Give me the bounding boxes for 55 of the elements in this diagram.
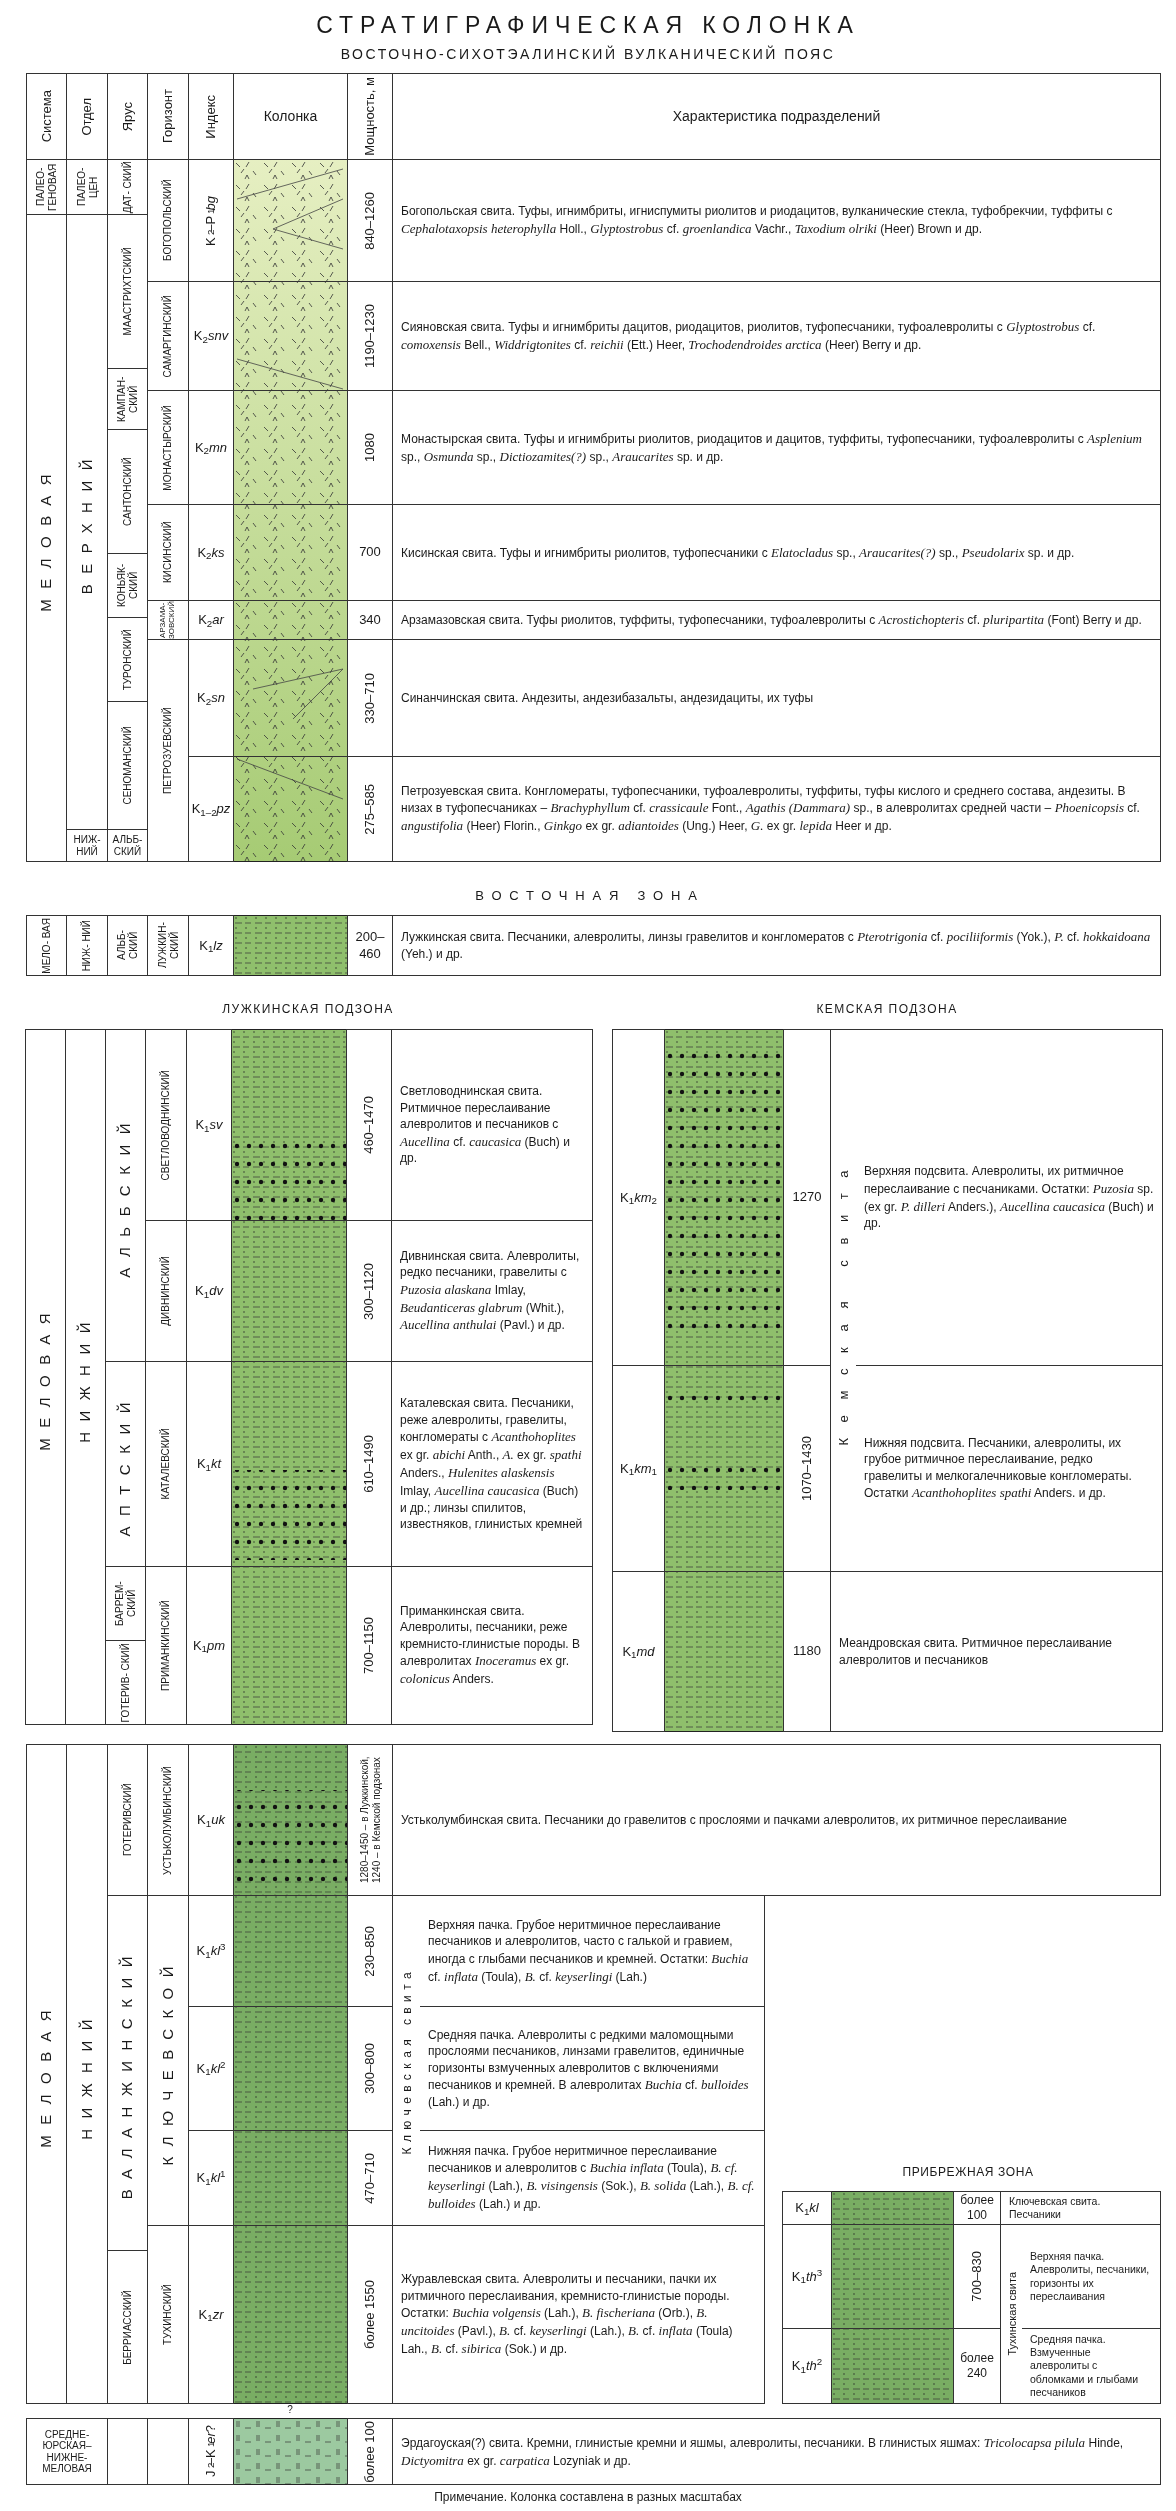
thickness-cell: 1280–1450 – в Лужкинской, 1240 – в Кемской подзонах: [347, 1744, 393, 1896]
index-cell: K$_{1}$sv: [186, 1029, 232, 1221]
unit-cell: СРЕДНЕ- ЮРСКАЯ– НИЖНЕ- МЕЛОВАЯ: [26, 2418, 108, 2485]
description-cell: Устьколумбинская свита. Песчаники до гравелитов с прослоями и пачками алевролитов, их ритмичное переслаивание: [392, 1744, 1161, 1896]
index-cell: K$_{1}$kl: [782, 2191, 832, 2225]
index-cell: K$_{1}$km$_{2}$: [612, 1029, 665, 1366]
index-cell: K$_{1}$th$^{3}$: [782, 2224, 832, 2329]
unit-cell: МЕЛОВАЯ: [26, 214, 67, 862]
index-cell: K$_{1–2}$pz: [188, 756, 234, 862]
thickness-cell: более 100: [953, 2191, 1001, 2225]
index-cell: K$_{1}$lz: [188, 915, 234, 976]
description-cell: Приманкинская свита. Алевролиты, песчаники, реже кремнисто-глинистые породы. В алевролитах Inoceramus ex gr. colonicus Anders.: [391, 1566, 593, 1725]
thickness-cell: 460–1470: [346, 1029, 392, 1221]
header-cell: Характеристика подразделений: [392, 73, 1161, 160]
description-cell: Эрдагоуская(?) свита. Кремни, глинистые кремни и яшмы, алевролиты, песчаники. В глинистых яшмах: Tricolocapsa pilula Hinde, Dictyomitra ex gr. carpatica Lozyniak и др.: [392, 2418, 1161, 2485]
unit-cell: МЕЛО- ВАЯ: [26, 915, 67, 976]
unit-cell: МЕЛОВАЯ: [25, 1029, 66, 1725]
description-cell: Светловоднинская свита. Ритмичное переслаивание алевролитов и песчаников с Aucellina cf. caucasica (Buch) и др.: [391, 1029, 593, 1221]
thickness-cell: более 100: [347, 2418, 393, 2485]
thickness-cell: 200– 460: [347, 915, 393, 976]
index-cell: K$_{1}$th$^{2}$: [782, 2328, 832, 2404]
unit-cell: НИЖНИЙ: [66, 1744, 108, 2404]
zone-heading: КЕМСКАЯ ПОДЗОНА: [816, 1001, 958, 1018]
index-cell: K$_{1}$pm: [186, 1566, 232, 1725]
description-cell: Меандровская свита. Ритмичное переслаивание алевролитов и песчаников: [830, 1571, 1163, 1732]
unit-cell: НИЖ- НИЙ: [66, 915, 108, 976]
title: СТРАТИГРАФИЧЕСКАЯ КОЛОНКА: [316, 11, 860, 40]
description-cell: Петрозуевская свита. Конгломераты, туфопесчаники, туфоалевролиты, туффиты, туфы кислого и среднего состава, андезиты. В низах в туфопесчаниках – Brachyphyllum cf. crassicaule Font., Agathis (Dammara) sp., в алевролитах средней части – Phoenicopsis cf. angustifolia (Heer) Florin., Ginkgo ex gr. adiantoides (Ung.) Heer, G. ex gr. lepida Heer и др.: [392, 756, 1161, 862]
subtitle: ВОСТОЧНО-СИХОТЭАЛИНСКИЙ ВУЛКАНИЧЕСКИЙ ПОЯС: [340, 44, 836, 64]
description-cell: Ключевская свита. Песчаники: [1000, 2191, 1161, 2225]
header-cell: Колонка: [233, 73, 348, 160]
index-cell: K$_{1}$zr: [188, 2225, 234, 2404]
header-cell: Система: [26, 73, 67, 160]
thickness-cell: 1270: [783, 1029, 831, 1366]
thickness-cell: 1180: [783, 1571, 831, 1732]
description-cell: Средняя пачка. Взмученные алевролиты с обломками и глыбами песчаников: [1022, 2328, 1161, 2404]
caption: Примечание. Колонка составлена в разных масштабах: [434, 2489, 742, 2506]
index-cell: K$_{1}$md: [612, 1571, 665, 1732]
thickness-cell: 700–1150: [346, 1566, 392, 1725]
thickness-cell: 275–585: [347, 756, 393, 862]
thickness-cell: более 1550: [347, 2225, 393, 2404]
unit-cell: ЛУЖКИН- СКИЙ: [147, 915, 189, 976]
unit-cell: МЕЛОВАЯ: [26, 1744, 67, 2404]
index-cell: K$_{1}$km$_{1}$: [612, 1365, 665, 1572]
description-cell: Верхняя подсвита. Алевролиты, их ритмичное переслаивание с песчаниками. Остатки: Puzosia sp. (ex gr. P. dilleri Anders.), Aucellina caucasica (Buch) и др.: [856, 1029, 1163, 1366]
unit-cell: АЛЬБ- СКИЙ: [107, 915, 148, 976]
description-cell: Лужкинская свита. Песчаники, алевролиты, линзы гравелитов и конгломератов с Pterotrigonia cf. pociliiformis (Yok.), P. cf. hokkaidoana (Yeh.) и др.: [392, 915, 1161, 976]
question-mark: ?: [287, 2403, 293, 2417]
zone-heading: ВОСТОЧНАЯ ЗОНА: [475, 887, 705, 905]
thickness-cell: более 240: [953, 2328, 1001, 2404]
unit-cell: НИЖНИЙ: [65, 1029, 106, 1725]
zone-heading: ЛУЖКИНСКАЯ ПОДЗОНА: [222, 1001, 394, 1018]
index-cell: K$_{1}$uk: [188, 1744, 234, 1896]
description-cell: Журавлевская свита. Алевролиты и песчаники, пачки их ритмичного переслаивания, кремнисто-глинистые породы. Остатки: Buchia volgensis (Lah.), B. fischeriana (Orb.), B. uncitoides (Pavl.), B. cf. keyserlingi (Lah.), B. cf. inflata (Toula) Lah., B. cf. sibirica (Sok.) и др.: [392, 2225, 765, 2404]
zone-heading: ПРИБРЕЖНАЯ ЗОНА: [902, 2164, 1034, 2181]
